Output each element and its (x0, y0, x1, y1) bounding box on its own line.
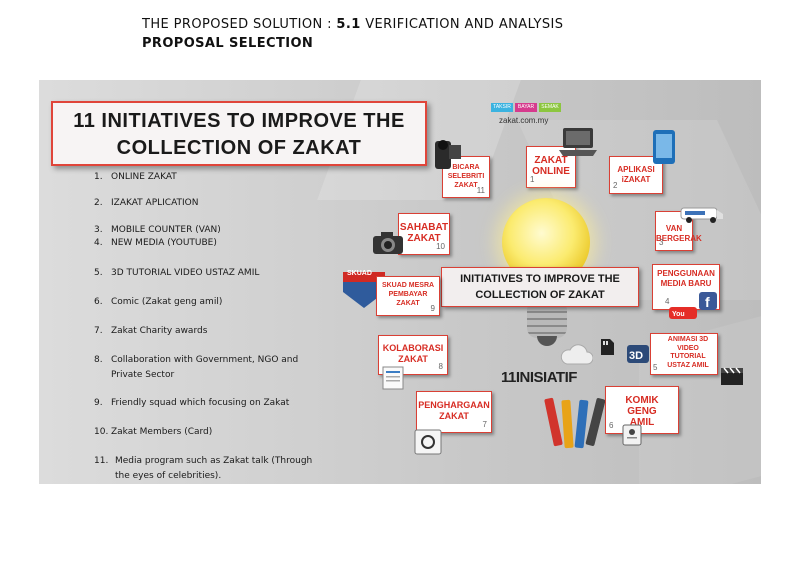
certificate-icon (411, 426, 445, 463)
list-item: 9.Friendly squad which focusing on Zakat (94, 398, 290, 408)
list-item: 2.IZAKAT APLICATION (94, 198, 199, 208)
header-line-1: THE PROPOSED SOLUTION : 5.1 VERIFICATION… (142, 17, 564, 32)
book-icon (621, 423, 643, 452)
cloud-icon (559, 344, 594, 371)
list-item: 8.Collaboration with Government, NGO and… (94, 355, 299, 380)
video-camera-icon (431, 135, 463, 178)
smartphone-icon (649, 128, 679, 171)
facebook-icon: f (699, 292, 717, 315)
list-item: 1.ONLINE ZAKAT (94, 172, 177, 182)
svg-text:You: You (672, 311, 685, 318)
pencil-icon (585, 397, 606, 447)
lightbulb-base (527, 306, 567, 338)
list-item: 3.MOBILE COUNTER (VAN) (94, 225, 221, 235)
list-item: 7.Zakat Charity awards (94, 326, 208, 336)
squad-shield-icon: SKUAD (341, 270, 387, 315)
svg-text:3D: 3D (629, 350, 643, 362)
svg-text:f: f (705, 294, 710, 310)
document-icon (382, 366, 404, 395)
inisiatif-logo: 11INISIATIF (501, 369, 577, 386)
list-item: 5.3D TUTORIAL VIDEO USTAZ AMIL (94, 268, 260, 278)
page-header: THE PROPOSED SOLUTION : 5.1 VERIFICATION… (142, 17, 563, 51)
youtube-icon: You (669, 306, 697, 324)
pencil-icon (561, 399, 574, 449)
website-banner: TAKSIR BAYAR SEMAK zakat.com.my (491, 103, 567, 129)
list-item: 6.Comic (Zakat geng amil) (94, 297, 223, 307)
list-item: 10.Zakat Members (Card) (94, 427, 213, 437)
laptop-icon (557, 126, 599, 165)
van-icon (679, 204, 725, 229)
camera-icon (371, 230, 405, 261)
list-item: 11.Media program such as Zakat talk (Thr… (94, 456, 313, 481)
list-item: 4.NEW MEDIA (YOUTUBE) (94, 238, 217, 248)
header-line-2: PROPOSAL SELECTION (142, 36, 314, 51)
sd-card-icon (599, 338, 615, 361)
3d-icon: 3D (626, 344, 650, 369)
clapperboard-icon (719, 365, 745, 392)
pencil-icon (544, 397, 563, 447)
